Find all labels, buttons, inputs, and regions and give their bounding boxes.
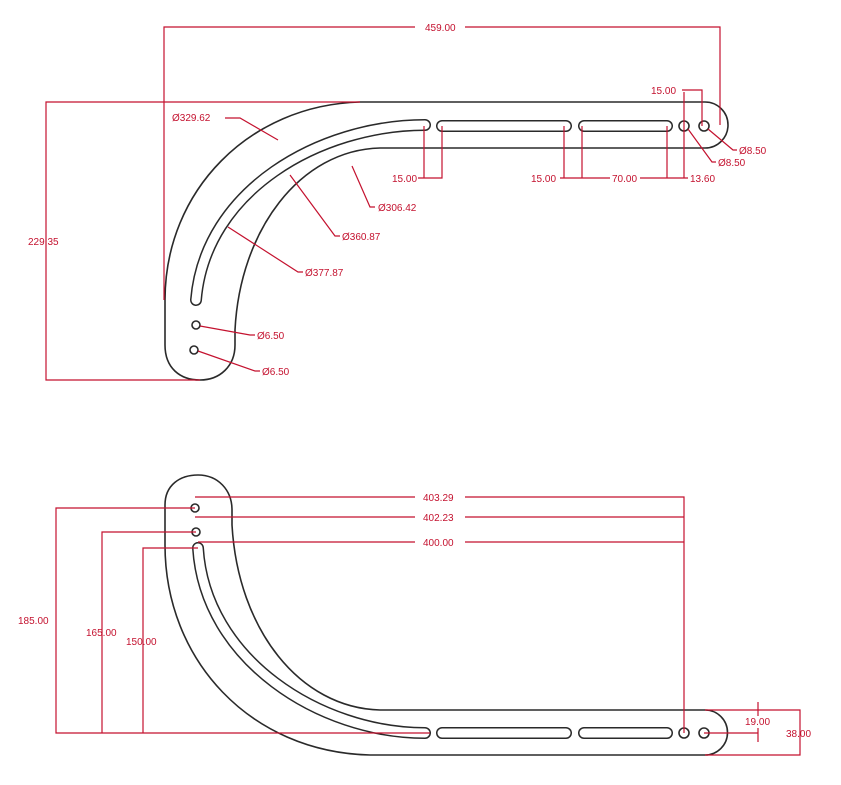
dim-overall-height: 229.35: [28, 237, 59, 248]
dim-hole-offset: 13.60: [690, 174, 715, 185]
dim-dia-4: Ø377.87: [305, 268, 344, 279]
dim-slot-gap: 15.00: [531, 174, 556, 185]
dim-length-1: 403.29: [423, 493, 454, 504]
dim-height-3: 150.00: [126, 637, 157, 648]
dim-overall-width: 459.00: [425, 23, 456, 34]
dim-height-2: 165.00: [86, 628, 117, 639]
dim-hole-dia-2: Ø8.50: [718, 158, 746, 169]
dim-hole-dia-1: Ø8.50: [739, 146, 767, 157]
dim-dia-1: Ø329.62: [172, 113, 211, 124]
dim-slot-length: 70.00: [612, 174, 637, 185]
bottom-part-outline: [164, 474, 729, 756]
top-part-outline: [164, 101, 729, 381]
top-dimensions: 459.00 229.35 Ø329.62 Ø306.42 Ø360.87 Ø3…: [28, 23, 767, 381]
dim-height-1: 185.00: [18, 616, 49, 627]
dim-dia-3: Ø360.87: [342, 232, 381, 243]
dim-slot-width: 15.00: [392, 174, 417, 185]
dim-half-width: 19.00: [745, 717, 770, 728]
dim-small-hole-2: Ø6.50: [262, 367, 290, 378]
bottom-dimensions: 403.29 402.23 400.00 185.00 165.00 150.0…: [18, 493, 811, 756]
dim-hole-spacing: 15.00: [651, 86, 676, 97]
dim-dia-2: Ø306.42: [378, 203, 417, 214]
dim-length-2: 402.23: [423, 513, 454, 524]
dim-length-3: 400.00: [423, 538, 454, 549]
dim-full-width: 38.00: [786, 729, 811, 740]
dim-small-hole-1: Ø6.50: [257, 331, 285, 342]
